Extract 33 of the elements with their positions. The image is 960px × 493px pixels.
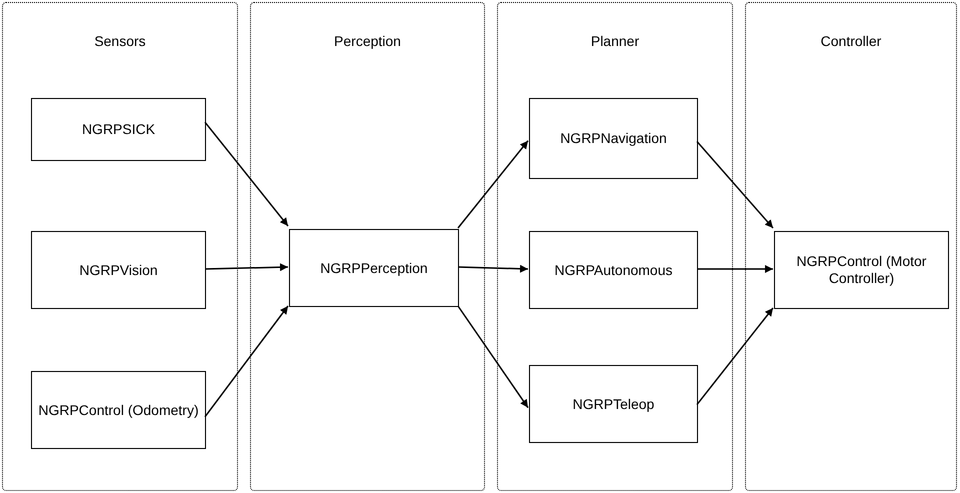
process-box [31, 371, 206, 449]
process-box [31, 98, 206, 161]
column-heading: Sensors [93, 33, 147, 49]
arrow [204, 306, 289, 418]
arrow [458, 264, 528, 273]
column-panel [497, 2, 733, 491]
arrow [696, 141, 774, 228]
column-panel [250, 2, 485, 491]
arrow [457, 140, 529, 228]
column-heading: Perception [333, 33, 402, 49]
process-box [289, 229, 459, 307]
box-label: NGRPPerception [320, 260, 428, 276]
process-box [774, 231, 949, 309]
box-label: NGRPNavigation [560, 130, 667, 147]
column-panel [2, 2, 238, 491]
arrow [697, 265, 773, 273]
arrow [696, 308, 774, 406]
box-label: NGRPControl (Odometry) [38, 402, 199, 418]
process-box [529, 98, 698, 179]
arrow [457, 306, 529, 408]
column-heading: Planner [590, 33, 640, 49]
box-label: NGRPVision [79, 262, 158, 278]
box-label: NGRPTeleop [572, 396, 654, 412]
process-box [31, 231, 206, 309]
process-box [529, 231, 698, 309]
arrow [204, 263, 288, 272]
arrow [204, 122, 289, 226]
process-box [529, 365, 698, 443]
column-heading: Controller [820, 33, 882, 49]
box-label: NGRPAutonomous [554, 262, 672, 278]
box-label: NGRPControl (Motor Controller) [796, 253, 928, 287]
column-panel [745, 2, 957, 491]
box-label: NGRPSICK [82, 121, 156, 138]
